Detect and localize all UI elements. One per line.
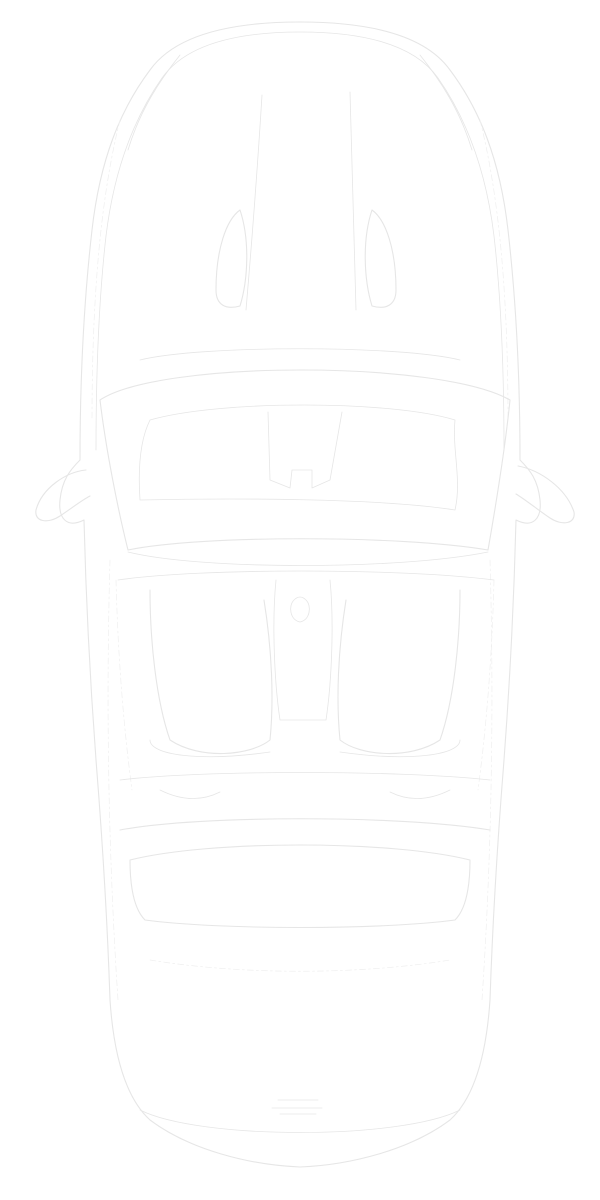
left-fender-line: [91, 119, 121, 1001]
body-outline-outer: [59, 21, 541, 1168]
windshield: [99, 369, 511, 566]
left-door-panel: [115, 579, 133, 791]
hood: [127, 54, 473, 311]
left-seat: [149, 589, 273, 755]
windshield-glass: [138, 404, 458, 511]
rear-bumper: [139, 1109, 461, 1133]
left-side-mirror: [35, 469, 91, 522]
roll-hoops: [159, 789, 451, 799]
hood-left-vent: [215, 209, 248, 308]
dashboard: [117, 570, 495, 581]
left-seat-back: [149, 739, 271, 758]
rear-badge: [271, 1099, 323, 1115]
hood-right-vent: [364, 209, 397, 308]
right-seat-back: [339, 739, 461, 758]
front-left-headlight: [127, 54, 181, 151]
rear-deck-crease: [149, 959, 451, 972]
trunk-lid: [129, 844, 471, 929]
center-console: [273, 579, 333, 721]
right-fender-line: [479, 119, 509, 1001]
rear-badge-mark: [271, 1099, 323, 1115]
hood-left-crease: [245, 94, 263, 311]
car-body-outline: [59, 21, 541, 1168]
right-door-panel: [477, 579, 495, 791]
gear-shifter: [290, 596, 310, 623]
interior: [115, 570, 495, 799]
right-side-mirror: [515, 465, 575, 524]
cowl-line: [139, 348, 461, 361]
rear-deck: [119, 818, 491, 972]
windshield-lower-edge: [127, 551, 489, 566]
windshield-frame: [99, 369, 511, 551]
rear-bulkhead: [119, 772, 491, 781]
tonneau-cover: [119, 818, 491, 831]
rearview-mirror-mount: [267, 411, 343, 489]
front-right-headlight: [419, 54, 473, 151]
hood-right-crease: [349, 91, 357, 311]
right-seat: [337, 589, 461, 755]
body-outline-inner: [95, 31, 505, 451]
